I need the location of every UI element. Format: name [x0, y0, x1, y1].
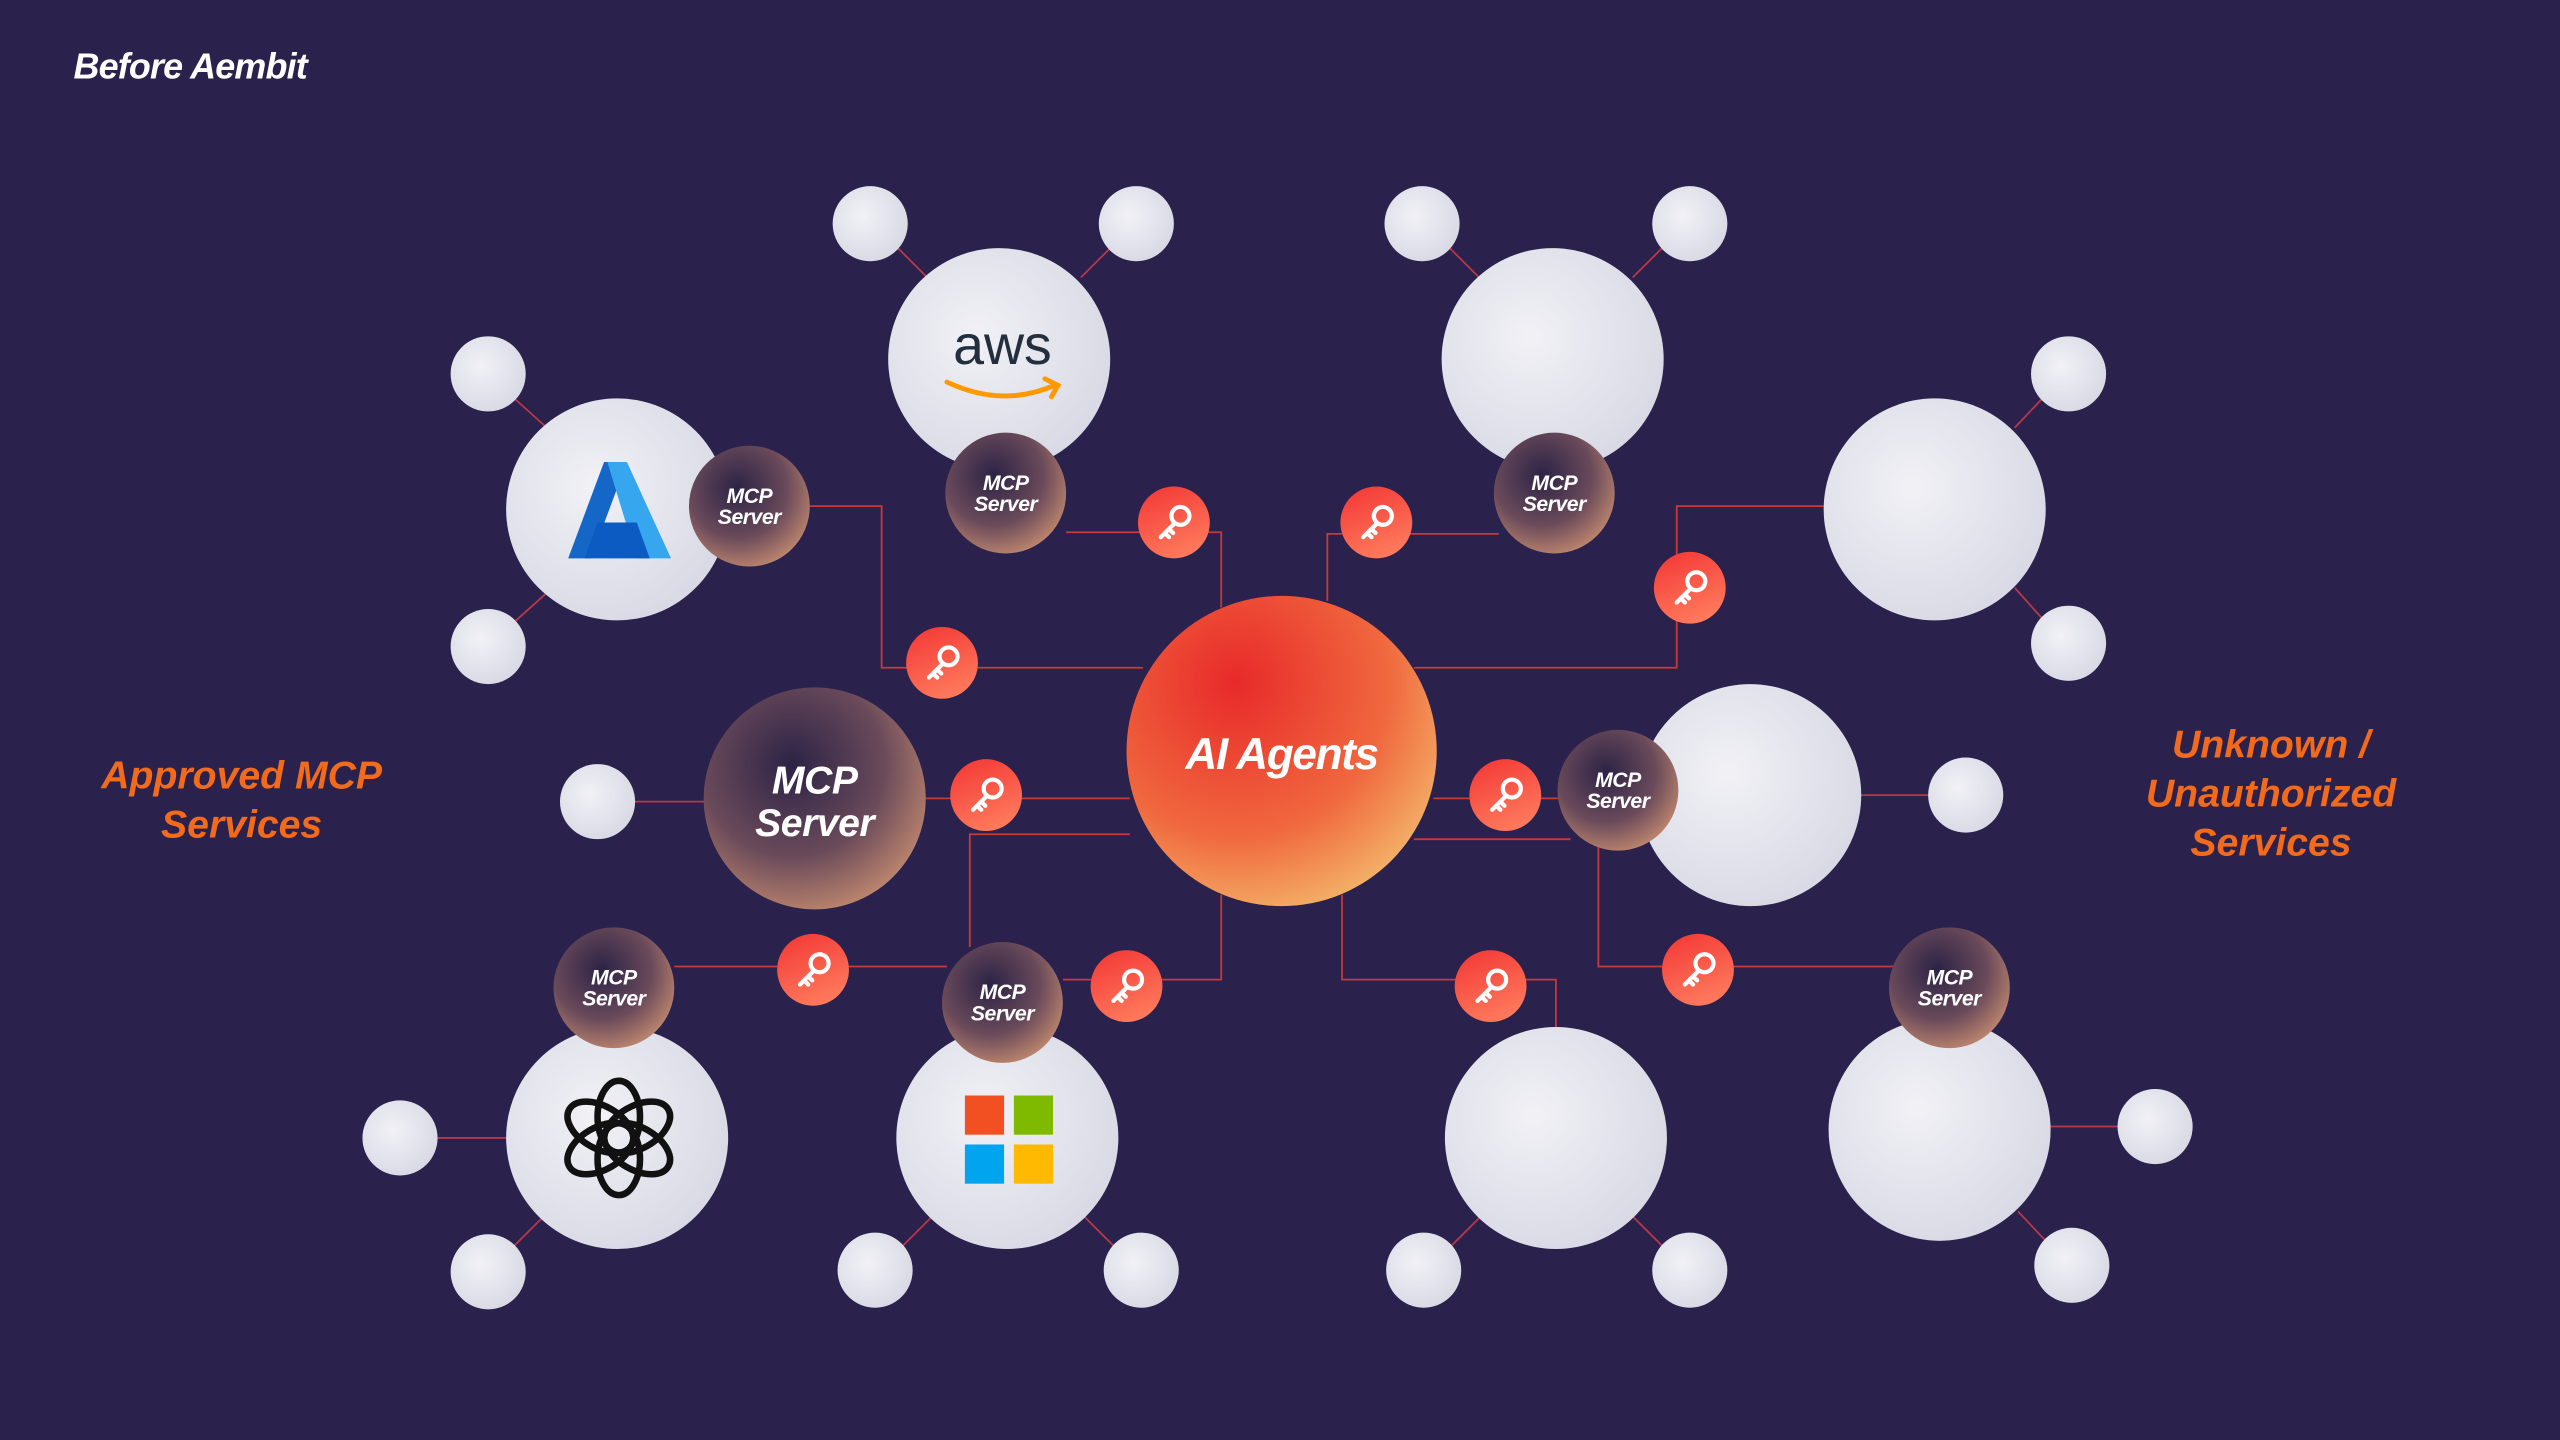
service-aws[interactable]: aws — [888, 248, 1111, 471]
page-title: Before Aembit — [73, 45, 309, 86]
openai-logo-icon — [564, 1077, 674, 1199]
mcp-server-label: Services — [161, 804, 322, 847]
key-icon — [1091, 950, 1163, 1022]
mcp-server-label: Server — [1918, 988, 1983, 1011]
key-icon — [1138, 487, 1210, 559]
connector-lines — [435, 247, 2126, 1247]
key-icon — [777, 934, 849, 1006]
key-icon — [906, 627, 978, 699]
mcp-server-label: Server — [1523, 493, 1588, 516]
key-icon — [950, 759, 1022, 831]
mcp-server-label: MCP — [727, 485, 774, 508]
unknown-service[interactable] — [1444, 1026, 1667, 1249]
mcp-server-label: MCP — [1531, 472, 1578, 495]
mcp-server-label: Server — [582, 988, 647, 1011]
mcp-server-label: Unauthorized — [2146, 773, 2397, 816]
mcp-server-label: MCP — [772, 759, 859, 802]
key-icon — [1340, 487, 1412, 559]
key-icon — [1469, 759, 1541, 831]
mcp-server-label: Services — [2190, 822, 2351, 865]
mcp-server-label: MCP — [980, 981, 1027, 1004]
mcp-server-large[interactable]: MCP Server — [703, 687, 926, 910]
mcp-server-label: Server — [755, 802, 877, 845]
service-azure[interactable] — [506, 398, 729, 621]
microsoft-logo-icon — [964, 1095, 1054, 1184]
unknown-service[interactable] — [1823, 398, 2046, 621]
mcp-server-label: AI Agents — [1184, 730, 1377, 779]
unauthorized-services-label: Unknown / Unauthorized Services — [2146, 724, 2397, 865]
approved-services-label: Approved MCP Services — [100, 755, 383, 847]
key-icon — [1662, 934, 1734, 1006]
satellite-nodes — [362, 186, 2193, 1310]
mcp-server-label: Unknown / — [2172, 724, 2374, 767]
mcp-server-label: Server — [974, 493, 1039, 516]
service-microsoft[interactable] — [896, 1026, 1119, 1249]
mcp-server-label: Server — [718, 506, 783, 529]
ai-agents-node[interactable]: AI Agents — [1126, 595, 1437, 907]
unknown-service[interactable] — [1639, 684, 1862, 907]
unknown-service[interactable] — [1828, 1018, 2051, 1241]
aws-smile-icon — [944, 376, 1062, 400]
mcp-server-label: Server — [1586, 790, 1651, 813]
unknown-service[interactable] — [1441, 248, 1664, 471]
mcp-server-label: MCP — [1927, 966, 1974, 989]
service-openai[interactable] — [506, 1026, 729, 1249]
azure-logo-icon — [568, 462, 672, 559]
mcp-server-label: Approved MCP — [100, 755, 383, 798]
mcp-server-label: MCP — [1595, 769, 1642, 792]
mcp-server-label: MCP — [591, 966, 638, 989]
key-icon — [1654, 552, 1726, 624]
mcp-server-label: MCP — [983, 472, 1030, 495]
mcp-server-label: Server — [971, 1002, 1036, 1025]
aws-logo-icon: aws — [953, 314, 1052, 376]
key-icon — [1455, 950, 1527, 1022]
